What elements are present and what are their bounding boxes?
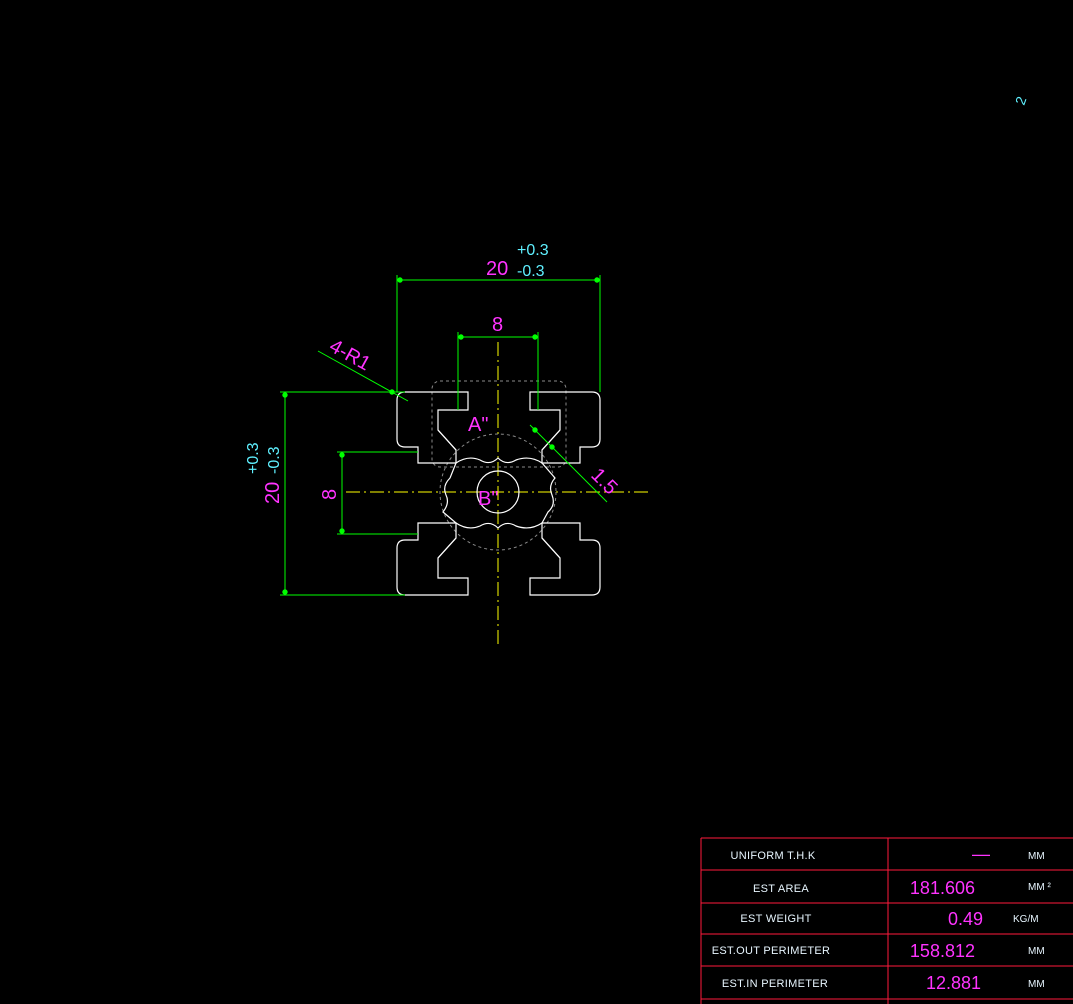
unit-est-weight: KG/M	[1013, 914, 1039, 925]
unit-est-in-perimeter: MM	[1028, 979, 1045, 990]
title-block-row: EST WEIGHT 0.49 KG/M	[740, 909, 1038, 929]
value-est-out-perimeter: 158.812	[910, 941, 975, 961]
unit-uniform-thk: MM	[1028, 851, 1045, 862]
dim-corner-radius: 4-R1	[326, 335, 375, 375]
value-est-area: 181.606	[910, 878, 975, 898]
dim-left-height-tol-minus: -0.3	[266, 446, 283, 474]
label-uniform-thk: UNIFORM T.H.K	[731, 850, 816, 862]
value-uniform-thk: —	[972, 844, 990, 864]
dim-top-width-tol-plus: +0.3	[517, 242, 549, 259]
dim-left-height: 20	[262, 482, 284, 504]
unit-est-area: MM ²	[1028, 882, 1051, 893]
label-est-in-perimeter: EST.IN PERIMETER	[722, 978, 828, 990]
label-est-weight: EST WEIGHT	[740, 913, 811, 925]
centerlines	[346, 342, 652, 645]
dim-top-width-tol-minus: -0.3	[517, 263, 545, 280]
dim-left-slot-width: 8	[319, 489, 341, 500]
label-est-out-perimeter: EST.OUT PERIMETER	[712, 945, 831, 957]
profile-outline	[396, 391, 601, 596]
hidden-lines	[431, 380, 567, 551]
value-est-in-perimeter: 12.881	[926, 973, 981, 993]
label-est-area: EST AREA	[753, 883, 809, 895]
dim-wall-thickness: 1.5	[586, 464, 621, 499]
title-block-row: EST.OUT PERIMETER 158.812 MM	[712, 941, 1045, 961]
detail-label-b: B"	[478, 488, 498, 510]
title-block-row: UNIFORM T.H.K — MM	[731, 844, 1045, 864]
value-est-weight: 0.49	[948, 909, 983, 929]
unit-est-out-perimeter: MM	[1028, 946, 1045, 957]
title-block: UNIFORM T.H.K — MM EST AREA 181.606 MM ²…	[700, 837, 1073, 1004]
dim-left-height-tol-plus: +0.3	[245, 442, 262, 474]
dim-top-width: 20	[486, 258, 508, 280]
title-block-row: EST.IN PERIMETER 12.881 MM	[722, 973, 1045, 993]
sheet-number: 2	[1012, 94, 1030, 107]
title-block-row: EST AREA 181.606 MM ²	[753, 878, 1051, 898]
dimension-lines	[280, 275, 608, 596]
dim-top-slot-width: 8	[492, 314, 503, 336]
detail-label-a: A"	[468, 414, 488, 436]
